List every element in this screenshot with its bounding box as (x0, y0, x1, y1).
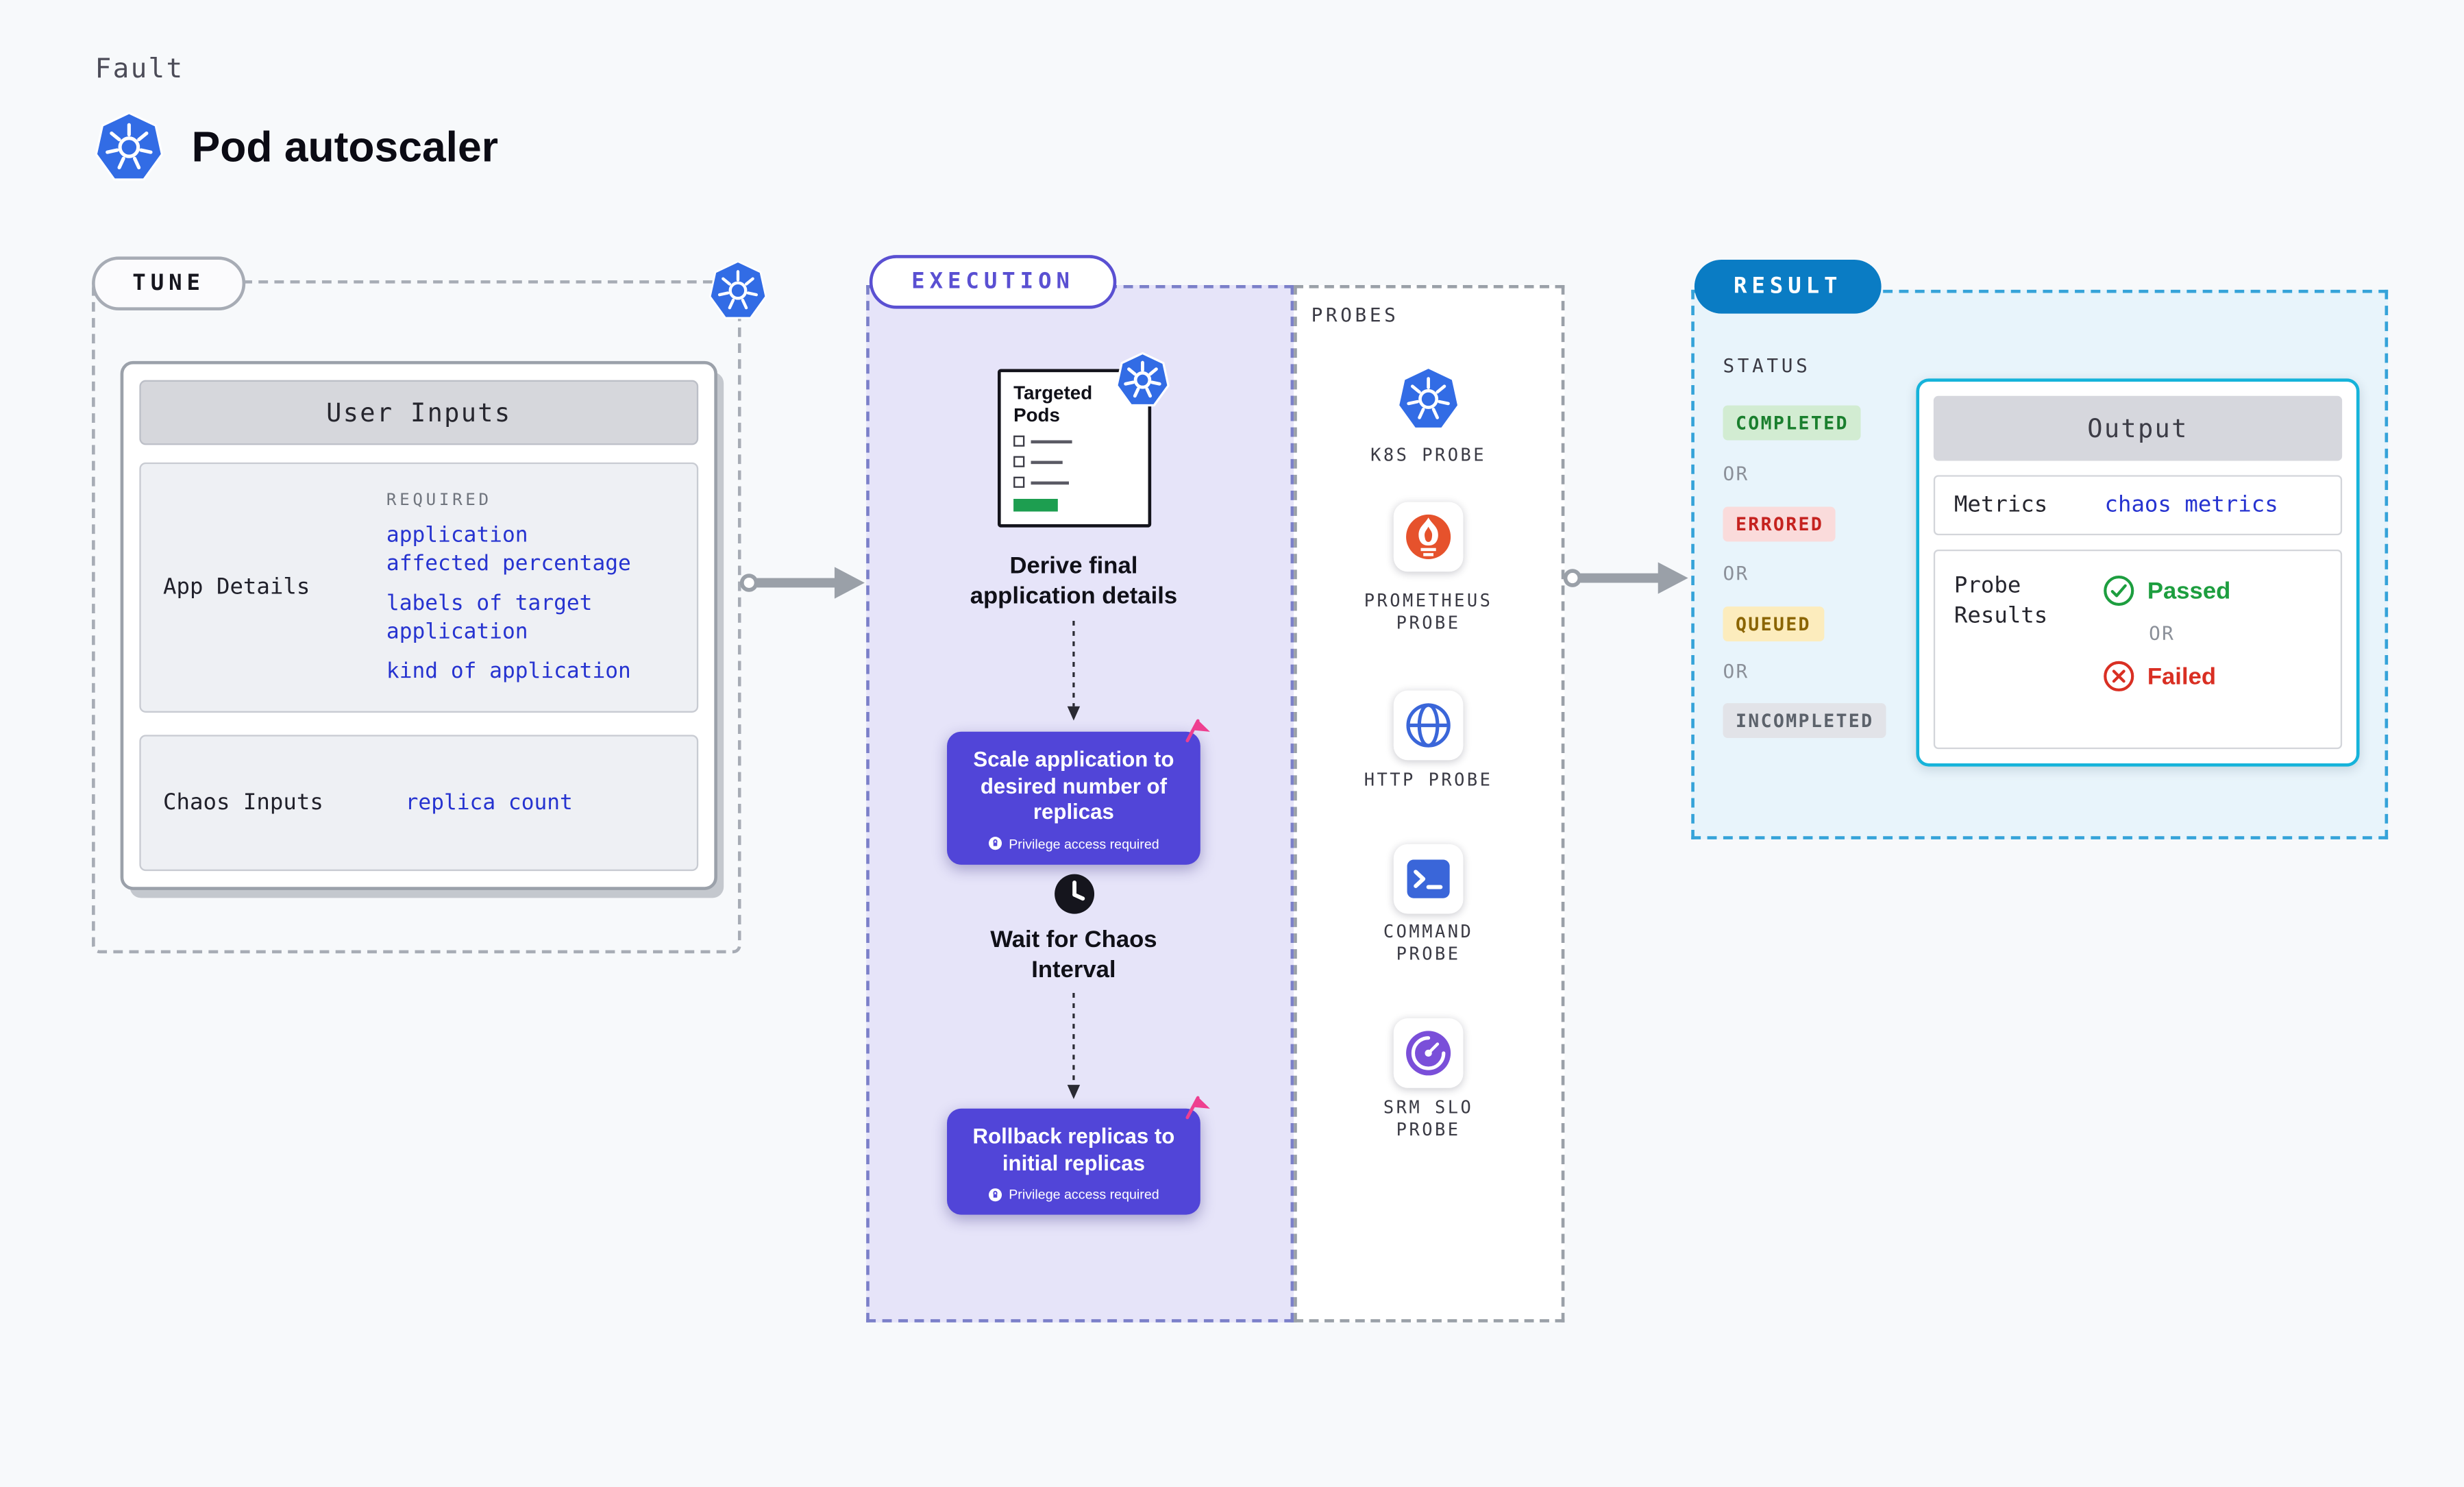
or-separator: OR (2149, 622, 2176, 645)
metrics-row: Metrics chaos metrics (1933, 475, 2343, 536)
privilege-badge: Privilege access required (966, 1186, 1181, 1202)
rollback-action-title: Rollback replicas to initial replicas (972, 1124, 1175, 1175)
status-badge-errored: ERRORED (1723, 506, 1836, 542)
probes-section (1294, 284, 1565, 1323)
tune-section (92, 280, 741, 954)
execution-to-result-arrow (1563, 562, 1688, 594)
or-separator: OR (1723, 462, 1749, 485)
user-inputs-card: User Inputs App Details REQUIRED applica… (120, 360, 717, 890)
field-link-application-kind: kind of application (386, 659, 631, 685)
scale-action-title: Scale application to desired number of r… (973, 747, 1174, 824)
tune-to-execution-arrow (739, 567, 865, 599)
tune-kubernetes-icon (708, 260, 768, 321)
field-link-affected-percentage: application affected percentage (386, 522, 631, 577)
probe-results-label: Probe Results (1954, 573, 2048, 629)
flag-icon (1185, 719, 1210, 743)
prometheus-probe-icon (1393, 502, 1464, 572)
fault-eyebrow: Fault (95, 53, 184, 86)
result-pill: RESULT (1694, 260, 1882, 314)
execution-pill: EXECUTION (869, 255, 1117, 309)
tune-pill: TUNE (92, 256, 246, 310)
metrics-label: Metrics (1954, 492, 2048, 518)
wait-step-label: Wait for Chaos Interval (990, 926, 1157, 984)
output-header: Output (1933, 395, 2343, 461)
targeted-pods-kubernetes-icon (1115, 352, 1170, 408)
flag-icon (1185, 1096, 1210, 1120)
privilege-badge: Privilege access required (966, 835, 1181, 851)
kubernetes-probe-icon (1395, 366, 1462, 432)
chaos-inputs-label: Chaos Inputs (163, 790, 323, 816)
field-link-target-labels: labels of target application (386, 591, 593, 645)
progress-bar (1013, 498, 1058, 512)
app-details-section: App Details REQUIRED application affecte… (139, 462, 699, 713)
probe-label-k8s: K8S PROBE (1370, 445, 1487, 466)
wait-clock-icon (1055, 874, 1095, 914)
page-title: Pod autoscaler (191, 123, 498, 171)
terminal-icon (1393, 844, 1464, 914)
lock-icon (989, 1188, 1002, 1201)
user-inputs-header: User Inputs (139, 380, 699, 445)
kubernetes-icon (93, 111, 164, 184)
probes-title: PROBES (1311, 304, 1399, 327)
probe-label-srm-slo: SRM SLO PROBE (1383, 1097, 1474, 1140)
failed-label: Failed (2147, 663, 2217, 690)
step-connector (1067, 620, 1081, 721)
gauge-icon (1393, 1018, 1464, 1088)
passed-check-icon (2104, 575, 2134, 606)
replica-count-link: replica count (405, 790, 573, 816)
app-details-label: App Details (163, 574, 310, 600)
rollback-action-card: Rollback replicas to initial replicas Pr… (947, 1096, 1210, 1215)
privilege-badge-label: Privilege access required (1009, 835, 1159, 852)
chaos-inputs-section: Chaos Inputs replica count (139, 735, 699, 872)
step-connector (1067, 993, 1081, 1099)
output-card: Output Metrics chaos metrics Probe Resul… (1916, 378, 2360, 767)
or-separator: OR (1723, 660, 1749, 683)
pod-checklist (1013, 435, 1135, 488)
privilege-badge-label: Privilege access required (1009, 1186, 1159, 1203)
passed-label: Passed (2147, 577, 2231, 604)
lock-icon (989, 837, 1002, 850)
scale-action-card: Scale application to desired number of r… (947, 719, 1210, 864)
globe-icon (1393, 690, 1464, 761)
probe-label-prometheus: PROMETHEUS PROBE (1364, 591, 1493, 634)
metrics-value: chaos metrics (2104, 492, 2278, 518)
probe-label-http: HTTP PROBE (1364, 770, 1493, 791)
derive-step-label: Derive final application details (970, 552, 1178, 610)
status-badge-queued: QUEUED (1723, 606, 1824, 641)
status-title: STATUS (1723, 354, 1811, 378)
targeted-pods-title: Targeted Pods (1013, 381, 1093, 426)
probe-results-row: Probe Results Passed OR Failed (1933, 549, 2343, 750)
failed-x-icon (2104, 661, 2134, 691)
app-details-fields: application affected percentage labels o… (386, 521, 637, 685)
or-separator: OR (1723, 562, 1749, 585)
required-label: REQUIRED (386, 491, 492, 511)
status-badge-incompleted: INCOMPLETED (1723, 703, 1886, 738)
probe-label-command: COMMAND PROBE (1383, 922, 1474, 965)
status-badge-completed: COMPLETED (1723, 405, 1862, 441)
